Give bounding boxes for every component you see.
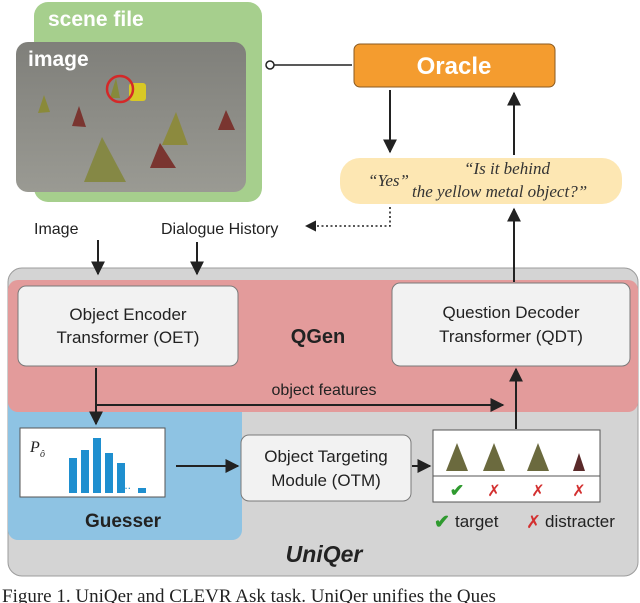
otm-box[interactable]	[240, 434, 412, 502]
qdt-label-line2: Transformer (QDT)	[439, 327, 583, 346]
oet-label-line1: Object Encoder	[69, 305, 187, 324]
qdt-box[interactable]	[391, 282, 631, 367]
oet-box[interactable]	[17, 285, 239, 367]
candidate-mark: ✗	[531, 483, 544, 500]
candidate-mark: ✗	[487, 483, 500, 500]
probability-bar	[93, 438, 101, 493]
probability-bar	[69, 458, 77, 493]
oet-label-line2: Transformer (OET)	[57, 328, 200, 347]
dialogue-question-line1: “Is it behind	[464, 159, 550, 178]
cone-object	[110, 78, 120, 98]
object-features-label: object features	[272, 382, 377, 399]
probability-bar	[105, 453, 113, 493]
qdt-label-line1: Question Decoder	[442, 303, 579, 322]
legend-distracter-label: distracter	[545, 512, 615, 531]
candidate-cone	[446, 443, 468, 471]
probability-subscript: ô	[40, 449, 45, 460]
dialogue-history-label: Dialogue History	[161, 221, 278, 238]
uniqer-label: UniQer	[286, 541, 364, 567]
otm-label-line1: Object Targeting	[264, 447, 387, 466]
dialogue-bubble	[340, 158, 622, 204]
connector-dot	[265, 60, 275, 70]
probability-chart	[19, 427, 166, 498]
cone-object	[218, 110, 235, 130]
image-label: image	[28, 48, 89, 71]
candidate-cone	[573, 453, 585, 471]
guesser-label: Guesser	[85, 511, 162, 532]
image-input-label: Image	[34, 221, 79, 238]
dialogue-question-line2: the yellow metal object?”	[412, 182, 587, 201]
ellipsis-dots: ...	[121, 478, 131, 492]
legend-distracter-mark: ✗	[526, 512, 541, 532]
candidate-cone	[527, 443, 549, 471]
legend-target-mark: ✔	[434, 512, 450, 533]
cone-object	[72, 106, 86, 127]
candidate-mark: ✗	[572, 483, 585, 500]
cone-object	[84, 137, 126, 182]
probability-bar	[138, 488, 146, 493]
otm-label-line2: Module (OTM)	[271, 471, 381, 490]
figure-caption: Figure 1. UniQer and CLEVR Ask task. Uni…	[2, 586, 496, 603]
cone-object	[150, 143, 176, 168]
probability-bar	[117, 463, 125, 493]
scene-file-label: scene file	[48, 8, 144, 31]
image-card	[16, 42, 246, 192]
candidate-cone	[483, 443, 505, 471]
cone-object	[162, 112, 188, 145]
probability-bar	[81, 450, 89, 493]
target-highlight-circle	[105, 74, 135, 104]
candidate-mark: ✔	[450, 481, 464, 500]
legend-target-label: target	[455, 512, 499, 531]
scene-objects	[38, 74, 235, 182]
oracle-box[interactable]	[353, 43, 556, 88]
dialogue-answer: “Yes”	[368, 171, 409, 190]
probability-symbol: P	[29, 439, 40, 456]
oracle-label: Oracle	[417, 53, 492, 80]
probability-bars: ...	[69, 438, 146, 493]
qgen-label: QGen	[291, 326, 345, 348]
cone-object	[38, 95, 50, 113]
